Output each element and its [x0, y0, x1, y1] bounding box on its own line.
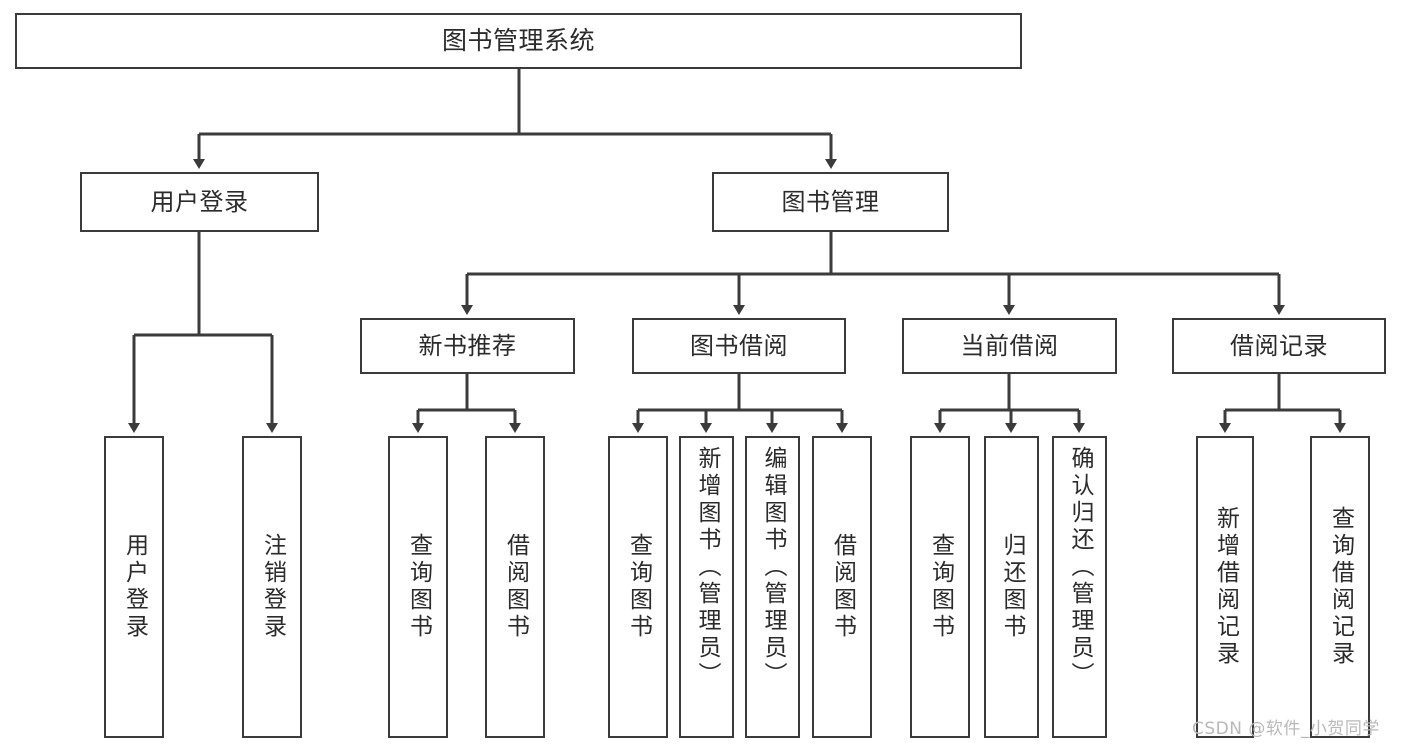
node-label: 借阅记录 — [1230, 331, 1328, 360]
node-label: 查询图书 — [927, 533, 954, 641]
leaf-borrow-book[interactable]: 借阅图书 — [812, 436, 872, 738]
leaf-query-borrow-record[interactable]: 查询借阅记录 — [1310, 436, 1370, 738]
leaf-edit-book-admin[interactable]: 编辑图书（管理员） — [745, 436, 800, 738]
node-label: 查询借阅记录 — [1327, 506, 1354, 668]
node-label: 借阅图书 — [502, 533, 529, 641]
node-root-system[interactable]: 图书管理系统 — [15, 13, 1022, 69]
leaf-add-borrow-record[interactable]: 新增借阅记录 — [1196, 436, 1254, 738]
node-label: 新增图书（管理员） — [694, 446, 720, 689]
leaf-query-book-borrow[interactable]: 查询图书 — [608, 436, 668, 738]
node-label: 查询图书 — [625, 533, 652, 641]
node-label: 当前借阅 — [960, 331, 1059, 360]
node-label: 图书管理 — [781, 187, 880, 216]
node-current-borrow[interactable]: 当前借阅 — [902, 318, 1117, 374]
node-label: 图书管理系统 — [441, 26, 595, 56]
node-label: 图书借阅 — [690, 331, 788, 360]
leaf-return-book[interactable]: 归还图书 — [984, 436, 1039, 738]
node-label: 归还图书 — [999, 533, 1025, 641]
leaf-query-book-new[interactable]: 查询图书 — [388, 436, 448, 738]
node-label: 确认归还（管理员） — [1067, 446, 1093, 689]
leaf-add-book-admin[interactable]: 新增图书（管理员） — [679, 436, 734, 738]
node-new-book-recommend[interactable]: 新书推荐 — [360, 318, 575, 374]
node-borrow-record[interactable]: 借阅记录 — [1172, 318, 1386, 374]
node-label: 查询图书 — [405, 533, 432, 641]
node-label: 用户登录 — [121, 533, 148, 641]
leaf-logout[interactable]: 注销登录 — [242, 436, 302, 738]
node-book-borrow[interactable]: 图书借阅 — [632, 318, 846, 374]
leaf-query-book-current[interactable]: 查询图书 — [910, 436, 970, 738]
csdn-watermark: CSDN @软件_小贺同学 — [1192, 719, 1380, 739]
node-label: 借阅图书 — [829, 533, 856, 641]
leaf-borrow-book-new[interactable]: 借阅图书 — [485, 436, 545, 738]
node-label: 编辑图书（管理员） — [760, 446, 786, 689]
node-book-management[interactable]: 图书管理 — [712, 172, 949, 232]
node-label: 新增借阅记录 — [1212, 506, 1239, 668]
node-user-login[interactable]: 用户登录 — [80, 172, 319, 232]
node-label: 用户登录 — [150, 187, 249, 216]
node-label: 新书推荐 — [418, 331, 517, 360]
node-label: 注销登录 — [259, 533, 286, 641]
leaf-confirm-return-admin[interactable]: 确认归还（管理员） — [1052, 436, 1107, 738]
leaf-user-login[interactable]: 用户登录 — [104, 436, 164, 738]
